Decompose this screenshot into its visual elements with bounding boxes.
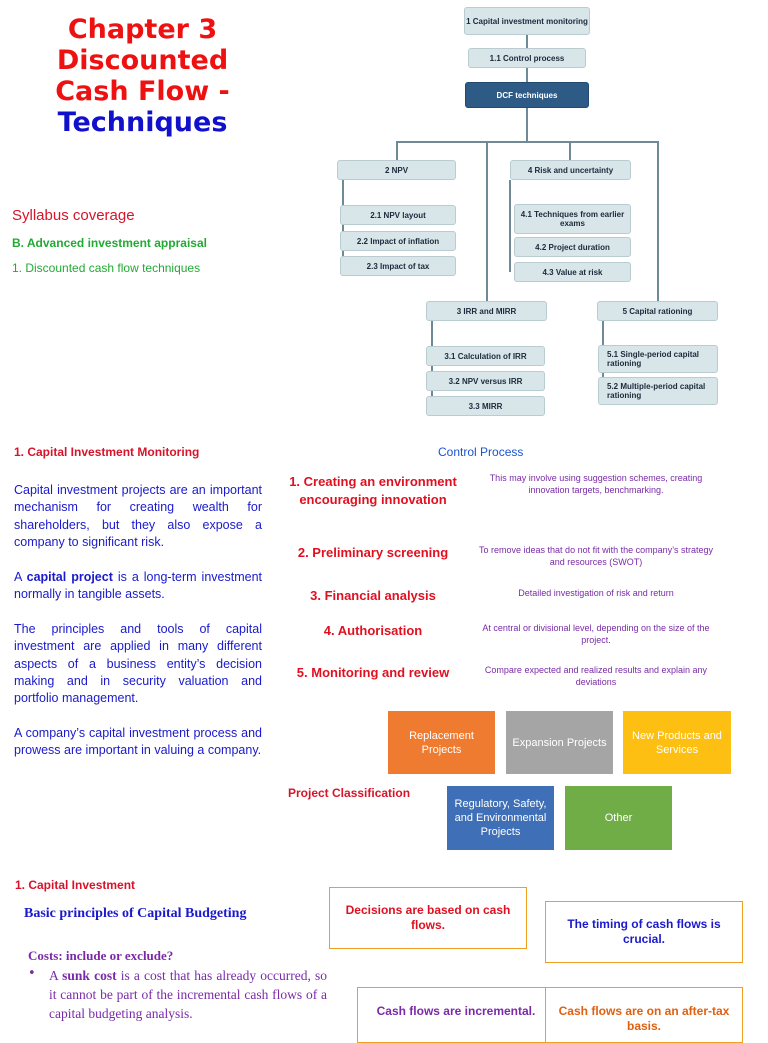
connector xyxy=(526,68,528,82)
monitoring-paragraph-1: Capital investment projects are an impor… xyxy=(14,483,262,549)
principle-timing: The timing of cash flows is crucial. xyxy=(545,901,743,963)
connector xyxy=(396,141,659,143)
chart-node-rationing: 5 Capital rationing xyxy=(597,301,718,321)
connector xyxy=(509,180,511,272)
chart-node-npv-1: 2.1 NPV layout xyxy=(340,205,456,225)
control-step-4: 4. Authorisation xyxy=(323,623,423,638)
basic-principles-heading: Basic principles of Capital Budgeting xyxy=(24,906,247,921)
connector xyxy=(569,141,571,160)
chart-node-npv: 2 NPV xyxy=(337,160,456,180)
costs-heading: Costs: include or exclude? xyxy=(28,948,174,963)
title-line-2: Discounted xyxy=(56,45,229,76)
chart-node-risk: 4 Risk and uncertainty xyxy=(510,160,631,180)
principle-cash-flows: Decisions are based on cash flows. xyxy=(329,887,527,949)
control-step-2: 2. Preliminary screening xyxy=(297,545,449,560)
title-line-4: Techniques xyxy=(57,107,228,138)
syllabus-section: B. Advanced investment appraisal xyxy=(12,236,207,250)
chart-node-npv-3: 2.3 Impact of tax xyxy=(340,256,456,276)
control-step-1-desc: This may involve using suggestion scheme… xyxy=(489,473,703,495)
chart-node-rationing-1: 5.1 Single-period capital rationing xyxy=(598,345,718,373)
classification-expansion: Expansion Projects xyxy=(506,711,613,774)
chart-node-irr-1: 3.1 Calculation of IRR xyxy=(426,346,545,366)
chart-node-irr-3: 3.3 MIRR xyxy=(426,396,545,416)
chart-node-risk-1: 4.1 Techniques from earlier exams xyxy=(514,204,631,234)
monitoring-paragraph-2: A capital project is a long-term investm… xyxy=(14,570,262,602)
connector xyxy=(526,108,528,142)
principle-incremental: Cash flows are incremental. xyxy=(357,987,555,1043)
classification-other: Other xyxy=(565,786,672,850)
control-step-3: 3. Financial analysis xyxy=(310,588,436,603)
connector xyxy=(486,141,488,301)
control-step-4-desc: At central or divisional level, dependin… xyxy=(482,623,710,645)
control-process-title: Control Process xyxy=(438,445,524,459)
classification-new-products: New Products and Services xyxy=(623,711,731,774)
title-line-1: Chapter 3 xyxy=(67,14,218,45)
chart-node-root: 1 Capital investment monitoring xyxy=(464,7,590,35)
chart-node-npv-2: 2.2 Impact of inflation xyxy=(340,231,456,251)
chart-node-risk-3: 4.3 Value at risk xyxy=(514,262,631,282)
syllabus-item: 1. Discounted cash flow techniques xyxy=(12,261,201,275)
connector xyxy=(396,141,398,160)
chart-node-rationing-2: 5.2 Multiple-period capital rationing xyxy=(598,377,718,405)
chart-node-risk-2: 4.2 Project duration xyxy=(514,237,631,257)
control-step-1: 1. Creating an environment encouraging i… xyxy=(289,474,457,507)
chart-node-control: 1.1 Control process xyxy=(468,48,586,68)
control-step-5: 5. Monitoring and review xyxy=(296,665,450,680)
sunk-cost-term: sunk cost xyxy=(62,968,117,983)
chart-node-irr: 3 IRR and MIRR xyxy=(426,301,547,321)
syllabus-heading: Syllabus coverage xyxy=(12,207,135,224)
chapter-title: Chapter 3 Discounted Cash Flow - Techniq… xyxy=(20,14,265,138)
connector xyxy=(657,141,659,301)
monitoring-paragraph-4: A company’s capital investment process a… xyxy=(14,726,262,758)
classification-replacement: Replacement Projects xyxy=(388,711,495,774)
control-step-5-desc: Compare expected and realized results an… xyxy=(484,665,708,687)
title-line-3: Cash Flow - xyxy=(55,76,230,107)
capital-project-term: capital project xyxy=(26,570,113,584)
monitoring-paragraph-3: The principles and tools of capital inve… xyxy=(14,622,262,706)
chart-node-irr-2: 3.2 NPV versus IRR xyxy=(426,371,545,391)
principle-after-tax: Cash flows are on an after-tax basis. xyxy=(545,987,743,1043)
bullet-marker: • xyxy=(28,966,36,981)
classification-regulatory: Regulatory, Safety, and Environmental Pr… xyxy=(447,786,554,850)
control-step-2-desc: To remove ideas that do not fit with the… xyxy=(479,545,713,567)
chart-node-dcf: DCF techniques xyxy=(465,82,589,108)
capital-investment-heading: 1. Capital Investment xyxy=(15,878,136,892)
connector xyxy=(526,34,528,48)
control-step-3-desc: Detailed investigation of risk and retur… xyxy=(518,588,674,598)
project-classification-label: Project Classification xyxy=(288,786,411,800)
sunk-cost-bullet: A sunk cost is a cost that has already o… xyxy=(49,968,327,1021)
monitoring-heading: 1. Capital Investment Monitoring xyxy=(14,445,200,459)
